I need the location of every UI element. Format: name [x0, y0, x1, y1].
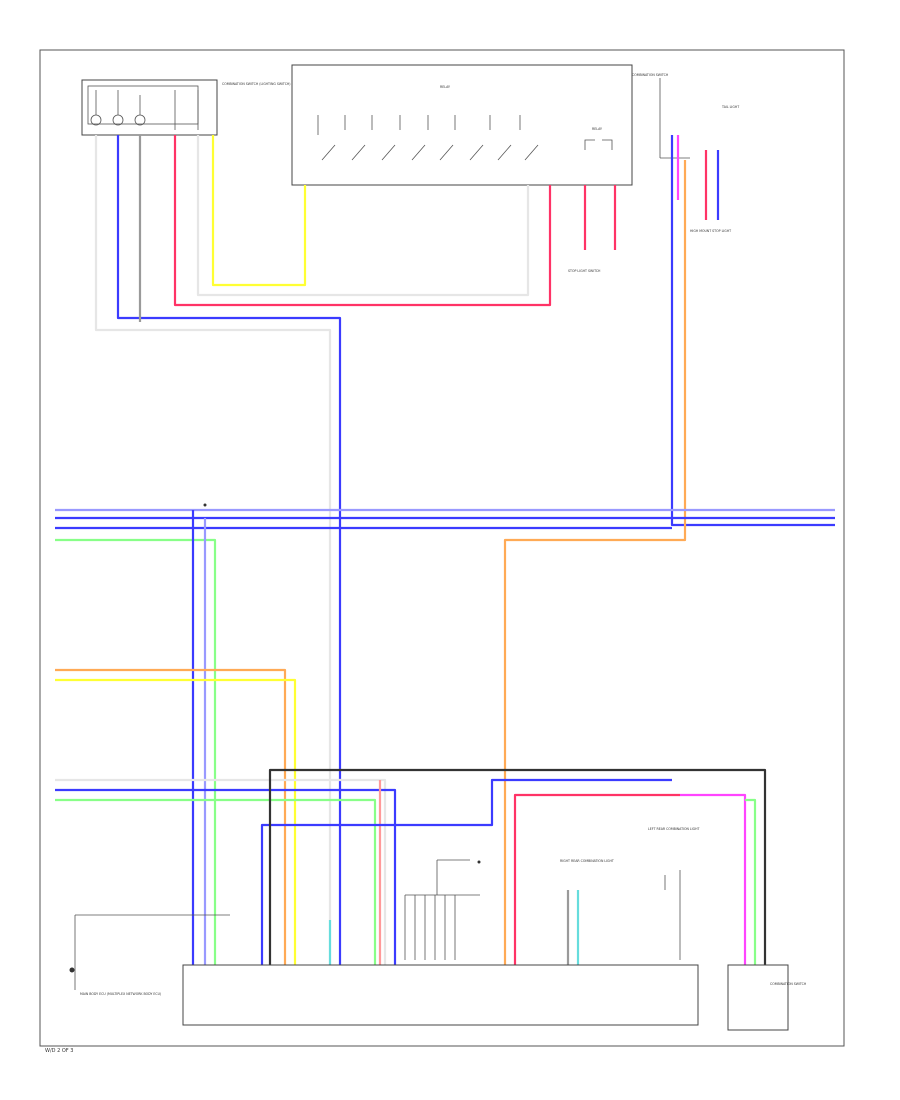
relay-box-top: RELAY RELAY — [291, 64, 633, 186]
label-high-mount-stop-light: HIGH MOUNT STOP LIGHT — [690, 229, 731, 233]
wire-black-ecu — [268, 768, 767, 990]
wire-orange-h — [55, 668, 287, 990]
diagram-frame — [39, 49, 845, 1047]
wire-magenta-ecu — [680, 793, 747, 990]
wire-gray-low — [55, 778, 387, 990]
wire-red-ecu — [513, 793, 680, 990]
splice-dot-1 — [203, 503, 207, 507]
wires — [55, 135, 835, 990]
label-combination-switch-right: COMBINATION SWITCH — [632, 73, 669, 77]
label-relay-box: RELAY — [440, 85, 450, 89]
wire-yellow-h — [55, 678, 297, 990]
ground-dot — [69, 967, 75, 973]
wire-green-low — [55, 798, 377, 990]
wire-yellow-1 — [211, 135, 307, 287]
label-right-rear-combo: RIGHT REAR COMBINATION LIGHT — [560, 859, 614, 863]
wire-blue-low — [55, 788, 397, 990]
wire-blue-1 — [116, 135, 342, 990]
wire-green-ecu — [745, 798, 757, 990]
wire-green-bus — [55, 538, 217, 990]
wire-orange-top-right — [503, 160, 687, 990]
main-body-ecu: MAIN BODY ECU (MULTIPLEX NETWORK BODY EC… — [80, 964, 699, 1026]
label-main-body-ecu: MAIN BODY ECU (MULTIPLEX NETWORK BODY EC… — [80, 992, 161, 996]
wire-red-1 — [173, 135, 552, 307]
wire-white-1 — [94, 135, 332, 990]
wire-blue-top-right — [670, 135, 835, 527]
label-relay-left: RELAY — [592, 127, 602, 131]
wire-blue-ecu — [260, 778, 672, 990]
combination-switch-bottom: COMBINATION SWITCH — [727, 964, 807, 1031]
page-reference: W/D 2 OF 3 — [45, 1048, 73, 1054]
combination-switch-right: COMBINATION SWITCH — [632, 73, 690, 159]
splice-dot-2 — [477, 860, 481, 864]
label-combination-switch-left: COMBINATION SWITCH (LIGHTING SWITCH) — [222, 82, 291, 86]
label-combination-switch-bottom: COMBINATION SWITCH — [770, 982, 807, 986]
label-left-rear-combo: LEFT REAR COMBINATION LIGHT — [648, 827, 699, 831]
combination-switch-left: COMBINATION SWITCH (LIGHTING SWITCH) — [81, 79, 291, 136]
label-tail-light: TAIL LIGHT — [721, 105, 739, 109]
label-stop-light-switch: STOP LIGHT SWITCH — [568, 269, 601, 273]
wire-white-2 — [196, 135, 530, 297]
ecu-pins — [74, 859, 681, 990]
